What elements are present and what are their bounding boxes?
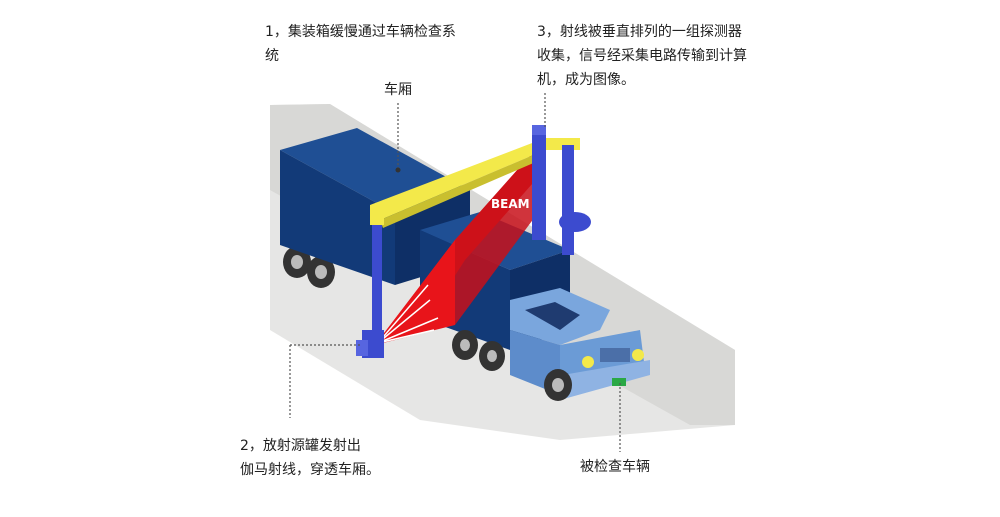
step1-label: 1，集装箱缓慢通过车辆检查系 统: [265, 24, 456, 64]
leader-lines: [289, 93, 621, 452]
trailer-wheels: [283, 246, 335, 288]
step2-label: 2，放射源罐发射出 伽马射线，穿透车厢。: [240, 438, 380, 478]
left-leg: [372, 225, 382, 335]
detector-array: [532, 130, 546, 240]
front-wheels: [452, 330, 572, 401]
truck-cab: [510, 288, 650, 400]
vehicle-label: 被检查车辆: [580, 459, 650, 475]
gantry-scanner: [356, 125, 591, 358]
carriage-label: 车厢: [384, 82, 412, 98]
beam-label: BEAM: [491, 197, 530, 211]
beam-rays: [377, 284, 439, 344]
step3-label: 3，射线被垂直排列的一组探测器 收集，信号经采集电路传输到计算 机，成为图像。: [537, 24, 747, 88]
